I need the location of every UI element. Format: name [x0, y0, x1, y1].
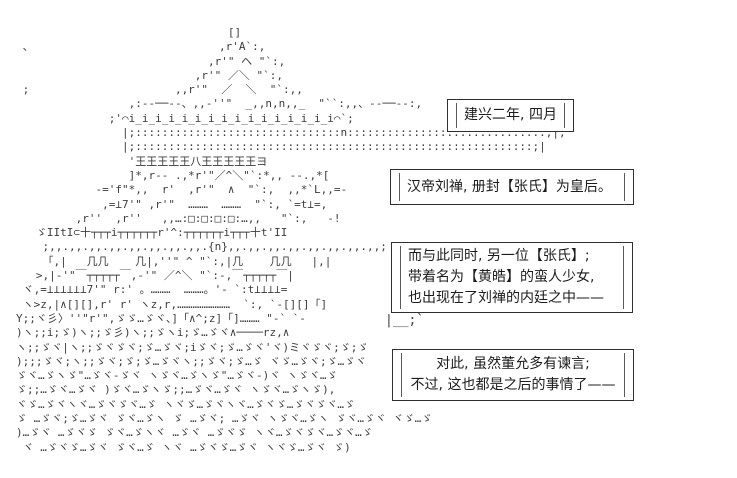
dialogue-box-dong-yun: 对此, 虽然董允多有谏言; 不过, 这也都是之后的事情了—— — [392, 349, 634, 401]
dialogue-text: 带着名为【黄皓】的蛮人少女, — [408, 269, 595, 285]
dialogue-box-inner-frame: 而与此同时, 另一位【张氏】; 带着名为【黄皓】的蛮人少女, 也出现在了刘禅的内… — [400, 246, 624, 309]
dialogue-box-inner-frame: 汉帝刘禅, 册封【张氏】为皇后。 — [399, 173, 625, 201]
speech-tail-mark: |__;` — [385, 313, 425, 328]
dialogue-box-zhang-shi: 而与此同时, 另一位【张氏】; 带着名为【黄皓】的蛮人少女, 也出现在了刘禅的内… — [391, 242, 633, 313]
palace-ascii-art: [] 、 ,r'A`:, ,r'" ヘ "`:, ,r'" ／＼ "`:, ; … — [16, 26, 566, 454]
dialogue-text: 不过, 这也都是之后的事情了—— — [410, 377, 616, 393]
dialogue-box-investiture: 汉帝刘禅, 册封【张氏】为皇后。 — [390, 169, 634, 205]
dialogue-text: 对此, 虽然董允多有谏言; — [436, 356, 590, 372]
dialogue-box-date: 建兴二年, 四月 — [447, 99, 574, 132]
dialogue-box-inner-frame: 对此, 虽然董允多有谏言; 不过, 这也都是之后的事情了—— — [401, 353, 625, 397]
dialogue-text: 汉帝刘禅, 册封【张氏】为皇后。 — [407, 178, 612, 195]
dialogue-text: 也出现在了刘禅的内廷之中—— — [408, 290, 604, 306]
dialogue-text: 建兴二年, 四月 — [464, 107, 557, 123]
dialogue-box-inner-frame: 建兴二年, 四月 — [456, 103, 565, 128]
dialogue-text: 而与此同时, 另一位【张氏】; — [408, 248, 590, 264]
